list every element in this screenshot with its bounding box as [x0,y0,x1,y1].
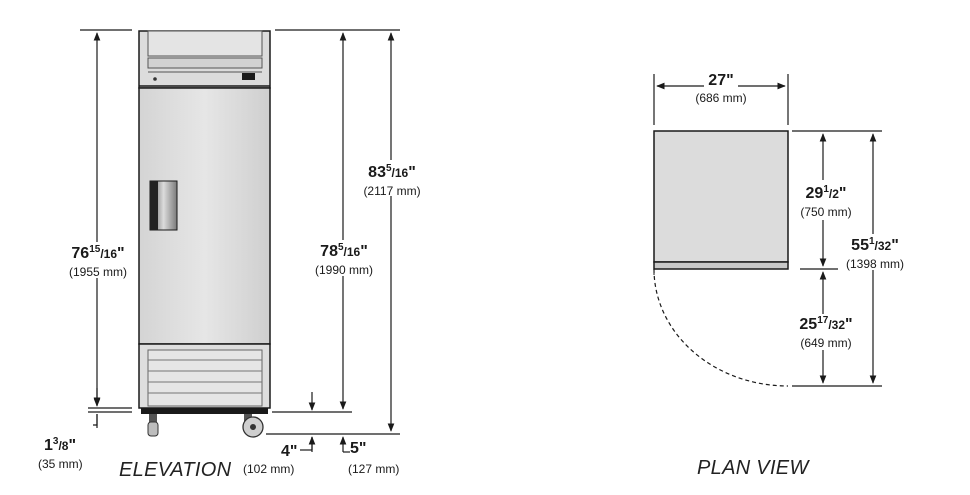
label-leg-height-mm: (127 mm) [348,462,400,476]
plan-view-title: PLAN VIEW [697,457,809,479]
control-light [153,77,157,81]
base-rail [141,408,268,414]
caster-left [147,414,159,437]
label-door-height: 785/16" (1990 mm) [314,242,373,277]
label-cabinet-height: 7615/16" (1955 mm) [68,244,127,279]
label-caster-height: 4" [281,443,298,460]
control-display [242,73,255,80]
elevation-title: ELEVATION [119,459,232,481]
label-caster-height-mm: (102 mm) [243,462,295,476]
label-overall-height: 835/16" (2117 mm) [363,163,421,198]
label-cabinet-depth: 291/2" (750 mm) [800,184,852,219]
caster-right [242,414,264,438]
label-overall-depth: 551/32" (1398 mm) [845,236,904,271]
label-base-clearance: 13/8" [44,436,77,454]
plan-cabinet [653,130,789,263]
refrigerator-elevation [138,30,271,438]
label-base-clearance-mm: (35 mm) [38,457,83,471]
elevation-dimensions [80,29,400,453]
plan-door [653,261,789,270]
label-leg-height: 5" [350,440,367,457]
label-width: 27" (686 mm) [695,72,747,105]
plan-view [653,130,789,387]
door-swing-arc [653,268,789,387]
label-door-swing: 2517/32" (649 mm) [799,315,853,350]
